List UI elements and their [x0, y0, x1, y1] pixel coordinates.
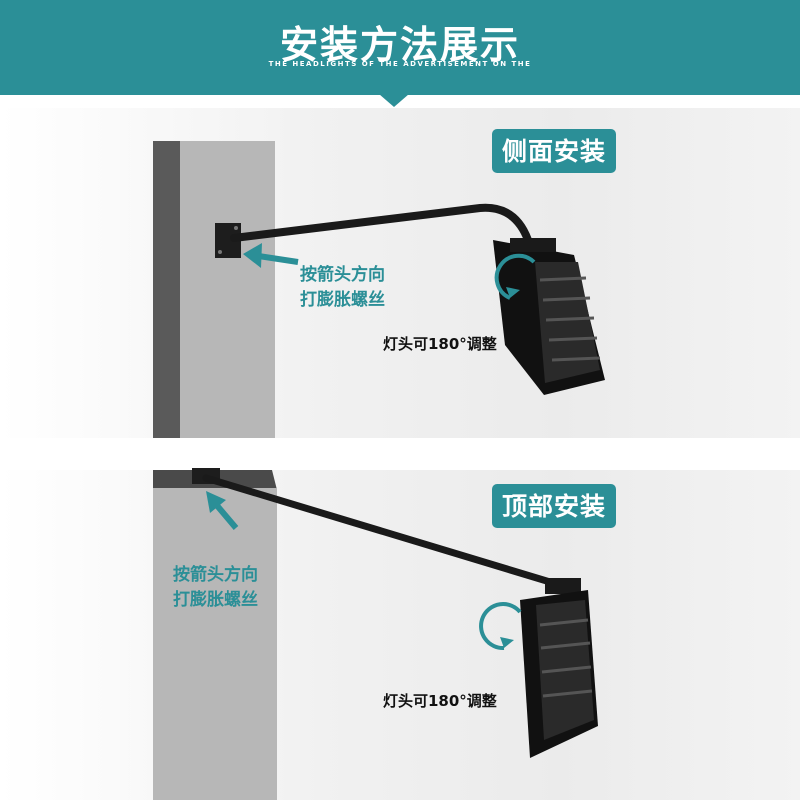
bracket-arm: [202, 474, 564, 589]
rotate-arrow-icon: [479, 602, 522, 651]
side-install-tag: 侧面安装: [492, 129, 617, 173]
top-install-tag: 顶部安装: [492, 484, 617, 528]
wall-front-face: [180, 141, 275, 438]
side-install-panel: [0, 108, 800, 438]
header-pointer-triangle: [379, 94, 409, 107]
rotate-label: 灯头可180°调整: [383, 335, 497, 353]
flood-light-lamp: [493, 238, 605, 395]
bracket-arm: [230, 203, 532, 244]
side-install-note: 按箭头方向 打膨胀螺丝: [300, 263, 385, 313]
note-line: 打膨胀螺丝: [173, 590, 258, 610]
flood-light-lamp: [520, 578, 598, 758]
note-line: 按箭头方向: [300, 265, 385, 285]
top-install-panel: [0, 470, 800, 800]
wall-front-face: [153, 488, 277, 800]
page-title: 安装方法展示: [279, 23, 520, 67]
note-line: 按箭头方向: [173, 565, 258, 585]
rotate-arrow-icon: [494, 253, 536, 300]
wall-side-face: [153, 141, 183, 438]
arrow-pointer-icon: [243, 243, 299, 268]
header-banner: 安装方法展示 THE HEADLIGHTS OF THE ADVERTISEME…: [0, 0, 800, 95]
rotate-label: 灯头可180°调整: [383, 692, 497, 710]
page-subtitle: THE HEADLIGHTS OF THE ADVERTISEMENT ON T…: [268, 60, 532, 68]
note-line: 打膨胀螺丝: [300, 290, 385, 310]
arrow-pointer-icon: [206, 491, 239, 530]
top-install-note: 按箭头方向 打膨胀螺丝: [173, 563, 258, 613]
